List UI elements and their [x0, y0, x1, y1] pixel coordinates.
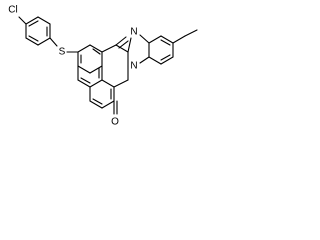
bond [113, 79, 129, 88]
methyl-bond [172, 35, 186, 44]
nitrogen-ring-label: N [130, 61, 137, 72]
bond [77, 79, 91, 88]
double-bond [28, 20, 39, 27]
bond [89, 79, 103, 88]
bond-c-cl [18, 16, 27, 25]
bond [101, 44, 117, 53]
bond [148, 35, 162, 44]
bond [77, 44, 91, 53]
double-bond [160, 54, 171, 61]
imidazole-ring [127, 34, 150, 64]
bond [77, 65, 91, 74]
chlorophenyl-ring [25, 16, 51, 46]
bond [89, 44, 103, 53]
naphthalene-core [77, 44, 115, 109]
methyl-bond [184, 29, 198, 37]
bond [25, 16, 39, 25]
oxygen-atom-label: O [111, 117, 119, 128]
double-bond [118, 40, 129, 49]
bond [148, 56, 162, 65]
nitrogen-imine-label: N [130, 27, 137, 38]
heterocycle-core [101, 36, 129, 88]
bond [37, 16, 51, 25]
double-bond [28, 35, 39, 42]
benzo-ring [148, 35, 174, 65]
double-bond [80, 77, 91, 84]
bond [89, 100, 103, 109]
double-bond [92, 48, 101, 55]
bond [160, 35, 174, 44]
double-bond [160, 39, 171, 46]
bond-c-s [49, 37, 58, 47]
chemical-structure-diagram: Cl S N N [8, 5, 198, 128]
double-bond [92, 98, 103, 105]
bond [115, 44, 129, 53]
bond [37, 37, 51, 46]
bond [101, 79, 115, 88]
bond [89, 65, 103, 74]
bond [160, 56, 174, 65]
sulfur-atom-label: S [59, 47, 66, 58]
chlorine-atom-label: Cl [8, 5, 17, 16]
bond [139, 56, 150, 64]
bond [25, 37, 39, 46]
bond [127, 37, 132, 53]
bond [101, 100, 115, 109]
bond [139, 34, 150, 44]
bond [115, 36, 127, 46]
